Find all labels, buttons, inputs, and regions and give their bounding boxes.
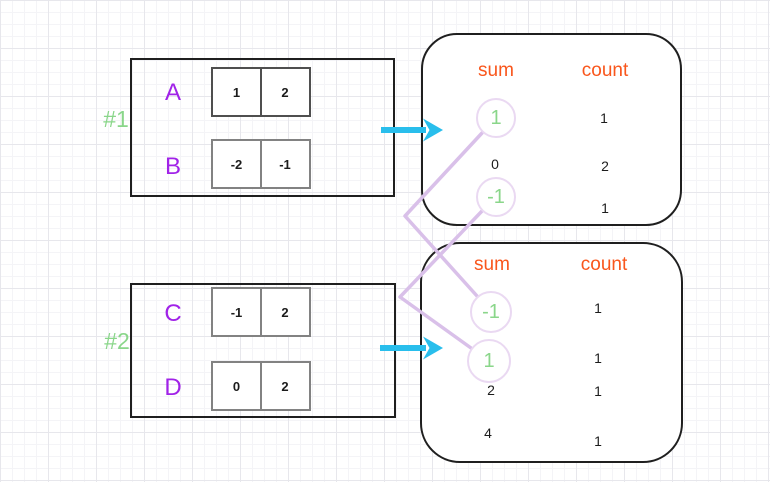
group-2-count-header: count bbox=[580, 254, 628, 275]
group-1-sum-0-circle: 1 bbox=[476, 98, 516, 138]
group-1-count-2: 1 bbox=[601, 200, 609, 216]
group-2-result-box bbox=[420, 242, 683, 463]
array-d-label: D bbox=[164, 374, 182, 401]
array-d-cells: 0 2 bbox=[211, 361, 311, 411]
group-1-count-0: 1 bbox=[600, 110, 608, 126]
group-1-sum-2-circle: -1 bbox=[476, 177, 516, 217]
array-a-cell-0: 1 bbox=[211, 67, 262, 117]
array-c-cells: -1 2 bbox=[211, 287, 311, 337]
array-b-cells: -2 -1 bbox=[211, 139, 311, 189]
group-1-label: #1 bbox=[103, 106, 129, 132]
array-c-label: C bbox=[164, 300, 182, 327]
group-2-count-1: 1 bbox=[594, 350, 602, 366]
array-c-cell-0: -1 bbox=[211, 287, 262, 337]
group-2-sum-0-circle: -1 bbox=[470, 291, 512, 333]
group-1-sum-1: 0 bbox=[491, 156, 499, 172]
array-d-cell-0: 0 bbox=[211, 361, 262, 411]
array-d-cell-1: 2 bbox=[259, 361, 311, 411]
group-2-sum-2: 2 bbox=[487, 382, 495, 398]
group-2-count-2: 1 bbox=[594, 383, 602, 399]
group-2-sum-1-circle: 1 bbox=[467, 339, 511, 383]
array-c-cell-1: 2 bbox=[259, 287, 311, 337]
group-2-sum-3: 4 bbox=[484, 425, 492, 441]
group-1-count-1: 2 bbox=[601, 158, 609, 174]
group-2-count-3: 1 bbox=[594, 433, 602, 449]
array-b-cell-1: -1 bbox=[259, 139, 311, 189]
group-2-sum-header: sum bbox=[474, 254, 510, 275]
group-2-label: #2 bbox=[104, 328, 130, 354]
array-a-cell-1: 2 bbox=[259, 67, 311, 117]
array-a-label: A bbox=[164, 79, 181, 106]
group-2-count-0: 1 bbox=[594, 300, 602, 316]
array-a-cells: 1 2 bbox=[211, 67, 311, 117]
group-1-count-header: count bbox=[581, 60, 629, 81]
array-b-label: B bbox=[164, 153, 181, 180]
group-1-sum-header: sum bbox=[478, 60, 514, 81]
array-b-cell-0: -2 bbox=[211, 139, 262, 189]
